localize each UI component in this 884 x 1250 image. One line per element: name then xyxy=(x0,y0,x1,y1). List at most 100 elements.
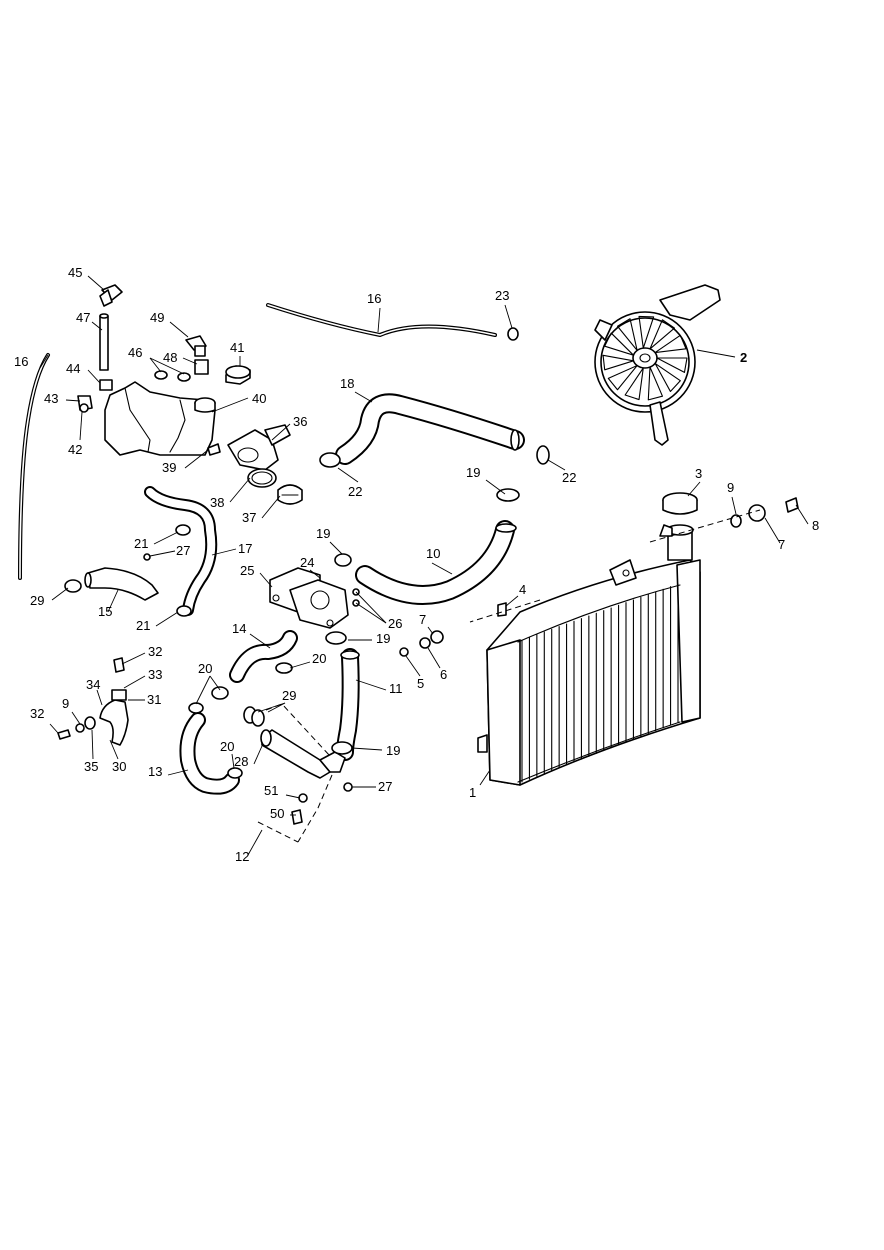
leader-line xyxy=(49,723,59,734)
callout-20-lower: 20 xyxy=(220,739,234,754)
callout-45: 45 xyxy=(68,265,82,280)
callout-27-lower: 27 xyxy=(378,779,392,794)
callout-26: 26 xyxy=(388,616,402,631)
callout-38: 38 xyxy=(210,495,224,510)
radiator-cap xyxy=(659,492,698,561)
fan-blade xyxy=(656,357,688,373)
fan-blade xyxy=(616,318,638,351)
callout-6: 6 xyxy=(440,667,447,682)
leader-line xyxy=(87,275,105,291)
callout-46: 46 xyxy=(128,345,142,360)
leader-line xyxy=(427,626,434,635)
callout-25: 25 xyxy=(240,563,254,578)
leader-line xyxy=(169,321,189,338)
fan-blade xyxy=(607,365,638,391)
leader-line xyxy=(547,459,566,471)
callout-5: 5 xyxy=(417,676,424,691)
callout-18: 18 xyxy=(340,376,354,391)
callout-12: 12 xyxy=(235,849,249,864)
leader-line xyxy=(337,467,359,483)
fan-blade xyxy=(604,332,635,356)
callout-1: 1 xyxy=(469,785,476,800)
fan-blade xyxy=(638,315,655,349)
hose-17 xyxy=(144,486,218,616)
leader-line xyxy=(504,304,513,329)
callout-20-right: 20 xyxy=(312,651,326,666)
callout-50: 50 xyxy=(270,806,284,821)
fan-blade xyxy=(624,367,644,401)
thermostat-housing xyxy=(207,424,303,505)
callout-19-lower: 19 xyxy=(376,631,390,646)
leader-line xyxy=(167,769,189,776)
callout-13: 13 xyxy=(148,764,162,779)
leader-line xyxy=(195,675,211,705)
callout-22-left: 22 xyxy=(348,484,362,499)
radiator xyxy=(477,559,701,786)
hose-11 xyxy=(336,648,360,761)
leader-line xyxy=(121,652,146,665)
fan-blade xyxy=(647,366,663,401)
callout-28: 28 xyxy=(234,754,248,769)
leader-line xyxy=(39,354,49,369)
fan-blade xyxy=(654,334,687,354)
leader-line xyxy=(249,633,271,649)
tank-fittings xyxy=(77,284,209,413)
leader-line xyxy=(485,479,506,495)
callout-labels: 45 47 49 46 48 41 44 43 42 40 16 16 23 2… xyxy=(14,265,819,864)
leader-line xyxy=(123,675,146,689)
leader-line xyxy=(155,611,179,627)
leader-line xyxy=(285,794,301,799)
leader-line xyxy=(377,307,381,333)
leader-line xyxy=(355,602,387,624)
callout-2: 2 xyxy=(740,350,747,365)
leader-line xyxy=(96,689,103,706)
callout-24: 24 xyxy=(300,555,314,570)
callout-34: 34 xyxy=(86,677,100,692)
leader-line xyxy=(355,679,387,691)
water-pump-cover xyxy=(269,567,360,629)
callout-23: 23 xyxy=(495,288,509,303)
breather-hose-left xyxy=(18,353,50,580)
leader-line xyxy=(229,477,251,503)
callout-48: 48 xyxy=(163,350,177,365)
callout-19-bottom: 19 xyxy=(386,743,400,758)
callout-37: 37 xyxy=(242,510,256,525)
callout-16-top: 16 xyxy=(367,291,381,306)
leader-line xyxy=(309,569,321,579)
hose-clamps xyxy=(175,327,550,779)
callout-35: 35 xyxy=(84,759,98,774)
fan-blade xyxy=(654,362,681,392)
callout-22-right: 22 xyxy=(562,470,576,485)
leader-line xyxy=(231,753,235,769)
callout-4: 4 xyxy=(519,582,526,597)
leader-line xyxy=(271,423,291,441)
callout-30: 30 xyxy=(112,759,126,774)
callout-7-right: 7 xyxy=(778,537,785,552)
leader-line xyxy=(149,357,185,375)
callout-9-left: 9 xyxy=(62,696,69,711)
leader-line xyxy=(211,397,249,413)
hose-18 xyxy=(335,393,525,465)
cooling-fan xyxy=(594,284,721,446)
leader-line xyxy=(329,541,343,555)
callout-19-mid: 19 xyxy=(316,526,330,541)
leader-line xyxy=(351,747,383,751)
callout-8: 8 xyxy=(812,518,819,533)
leader-line xyxy=(149,550,176,557)
callout-51: 51 xyxy=(264,783,278,798)
pipe-28 xyxy=(243,706,346,779)
outlet-30 xyxy=(57,657,129,746)
leader-line xyxy=(355,591,387,624)
leader-line xyxy=(405,655,421,677)
leader-line xyxy=(427,647,441,669)
elbow-15 xyxy=(64,567,159,601)
callout-33: 33 xyxy=(148,667,162,682)
callout-9-right: 9 xyxy=(727,480,734,495)
hose-10 xyxy=(355,520,517,605)
leader-line xyxy=(153,531,179,545)
callout-31: 31 xyxy=(147,692,161,707)
callout-32-top: 32 xyxy=(148,644,162,659)
leader-line xyxy=(257,702,286,713)
hose-14 xyxy=(229,630,298,683)
callout-16-left: 16 xyxy=(14,354,28,369)
